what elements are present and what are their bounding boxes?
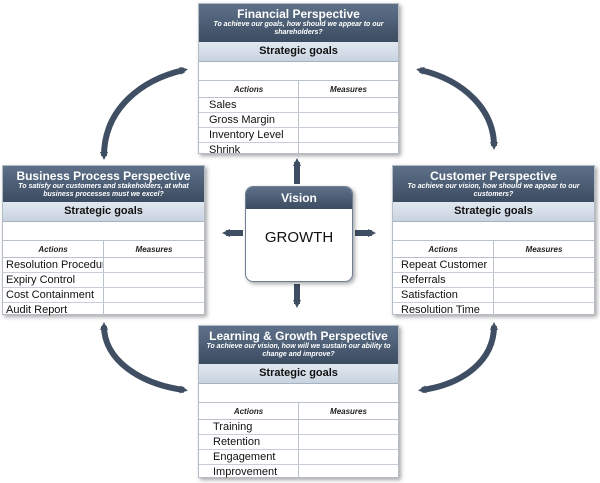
business-table: Actions Measures Resolution Procedure Ex… xyxy=(3,241,204,317)
learning-measure xyxy=(298,419,398,435)
financial-table: Actions Measures Sales Gross Margin Inve… xyxy=(199,81,398,157)
customer-measure xyxy=(493,272,594,288)
financial-action: Inventory Level xyxy=(199,127,299,143)
customer-action: Satisfaction xyxy=(393,287,494,303)
business-title: Business Process Perspective xyxy=(16,169,191,183)
customer-header: Customer Perspective To achieve our visi… xyxy=(393,166,594,202)
business-goals-row xyxy=(3,222,204,241)
customer-measure xyxy=(493,287,594,303)
learning-measure xyxy=(298,449,398,465)
business-subtitle: To satisfy our customers and stakeholder… xyxy=(18,183,189,198)
learning-col-measures: Measures xyxy=(298,403,398,420)
financial-col-measures: Measures xyxy=(298,81,398,98)
customer-panel: Customer Perspective To achieve our visi… xyxy=(392,165,595,317)
customer-col-actions: Actions xyxy=(393,241,494,258)
learning-goals-label: Strategic goals xyxy=(199,364,398,384)
learning-header: Learning & Growth Perspective To achieve… xyxy=(199,326,398,364)
customer-table: Actions Measures Repeat Customer Referra… xyxy=(393,241,594,317)
cycle-arrow-business-financial xyxy=(100,66,188,160)
customer-action: Referrals xyxy=(393,272,494,288)
financial-col-actions: Actions xyxy=(199,81,299,98)
financial-measure xyxy=(298,112,398,128)
learning-action: Engagement xyxy=(199,449,299,465)
customer-measure xyxy=(493,302,594,317)
financial-goals-label: Strategic goals xyxy=(199,42,398,62)
business-col-actions: Actions xyxy=(3,241,104,258)
financial-goals-row xyxy=(199,62,398,81)
learning-measure xyxy=(298,464,398,479)
learning-table: Actions Measures Training Retention Enga… xyxy=(199,403,398,479)
business-measure xyxy=(103,272,204,288)
business-header: Business Process Perspective To satisfy … xyxy=(3,166,204,202)
financial-header: Financial Perspective To achieve our goa… xyxy=(199,4,398,42)
business-goals-label: Strategic goals xyxy=(3,202,204,222)
learning-goals-row xyxy=(199,384,398,403)
vision-text: GROWTH xyxy=(264,229,334,246)
cycle-arrow-customer-learning xyxy=(418,322,498,394)
financial-subtitle: To achieve our goals, how should we appe… xyxy=(213,21,384,36)
financial-measure xyxy=(298,142,398,157)
financial-action: Gross Margin xyxy=(199,112,299,128)
customer-title: Customer Perspective xyxy=(430,169,557,183)
financial-measure xyxy=(298,127,398,143)
business-measure xyxy=(103,257,204,273)
learning-action: Improvement xyxy=(213,466,278,478)
cycle-arrow-learning-business xyxy=(100,322,188,394)
customer-goals-label: Strategic goals xyxy=(393,202,594,222)
customer-action: Resolution Time xyxy=(401,304,480,316)
customer-col-measures: Measures xyxy=(493,241,594,258)
financial-measure xyxy=(298,97,398,113)
business-col-measures: Measures xyxy=(103,241,204,258)
vision-box: Vision GROWTH xyxy=(245,186,353,282)
business-action: Resolution Procedure xyxy=(3,257,104,273)
learning-action: Retention xyxy=(199,434,299,450)
learning-subtitle: To achieve our vision, how will we susta… xyxy=(206,343,391,358)
customer-goals-row xyxy=(393,222,594,241)
customer-subtitle: To achieve our vision, how should we app… xyxy=(407,183,580,198)
learning-title: Learning & Growth Perspective xyxy=(209,329,388,343)
customer-measure xyxy=(493,257,594,273)
cycle-arrow-financial-customer xyxy=(416,66,498,150)
business-action: Expiry Control xyxy=(3,272,104,288)
business-action: Cost Containment xyxy=(3,287,104,303)
customer-action: Repeat Customer xyxy=(393,257,494,273)
financial-panel: Financial Perspective To achieve our goa… xyxy=(198,3,399,157)
financial-action: Sales xyxy=(199,97,299,113)
learning-action: Training xyxy=(199,419,299,435)
business-measure xyxy=(103,287,204,303)
learning-col-actions: Actions xyxy=(199,403,299,420)
vision-title: Vision xyxy=(246,187,352,209)
business-action: Audit Report xyxy=(6,304,68,316)
business-panel: Business Process Perspective To satisfy … xyxy=(2,165,205,317)
business-measure xyxy=(103,302,204,317)
financial-action: Shrink xyxy=(209,144,241,156)
learning-panel: Learning & Growth Perspective To achieve… xyxy=(198,325,399,479)
financial-title: Financial Perspective xyxy=(237,7,360,21)
learning-measure xyxy=(298,434,398,450)
